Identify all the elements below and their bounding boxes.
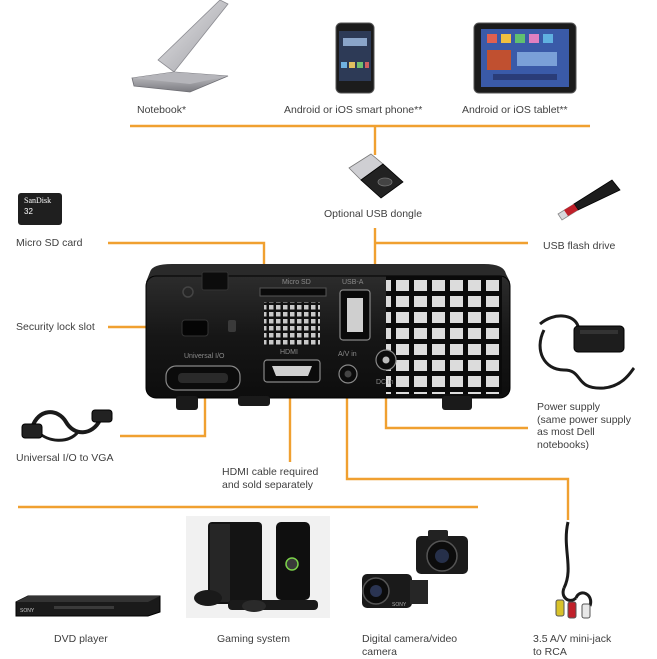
notebook-image [131, 0, 229, 93]
av-minijack-label-line1: 3.5 A/V mini-jack [533, 633, 612, 645]
power-supply-label: Power supply (same power supply as most … [537, 401, 631, 451]
av-minijack-label-line2: to RCA [533, 646, 567, 658]
gaming-consoles-graphic [194, 522, 318, 612]
power-supply-image [538, 314, 636, 390]
digital-camera-label: Digital camera/video camera [362, 633, 457, 659]
usb-dongle-image [348, 153, 404, 199]
notebook-label: Notebook* [137, 104, 187, 116]
usb-a-port-label: USB-A [342, 279, 364, 286]
power-supply-label-line2: (same power supply [537, 413, 631, 426]
digital-camera-image: SONY [362, 530, 468, 608]
sd-brand-text: SanDisk [24, 196, 52, 205]
av-in-port-label: A/V in [338, 351, 357, 358]
power-supply-label-line4: notebooks) [537, 438, 589, 451]
power-supply-label-line3: as most Dell [537, 426, 595, 438]
hdmi-cable-label: HDMI cable required and sold separately [222, 466, 318, 492]
camera-brand-text: SONY [392, 602, 407, 608]
universal-io-line [120, 385, 207, 438]
universal-io-vga-label: Universal I/O to VGA [16, 452, 114, 464]
micro-sd-card-label: Micro SD card [16, 237, 83, 249]
usb-flash-drive-label: USB flash drive [543, 240, 616, 252]
micro-sd-card-image: SanDisk 32 [18, 193, 62, 225]
hdmi-port-label: HDMI [280, 349, 298, 356]
digital-camera-label-line1: Digital camera/video [362, 633, 458, 645]
hdmi-cable-label-line2: and sold separately [222, 479, 314, 491]
av-minijack-label: 3.5 A/V mini-jack to RCA [533, 633, 611, 659]
usb-flash-drive-image [557, 179, 621, 221]
av-line [345, 382, 570, 520]
micro-sd-port-label: Micro SD [282, 279, 311, 286]
vga-cable-image [21, 409, 113, 442]
hdmi-cable-label-line1: HDMI cable required [222, 466, 319, 478]
dc-in-port-label: DC in [376, 379, 394, 386]
dvd-brand-text: SONY [20, 608, 35, 614]
projector-rear-image: Micro SD USB-A Universal I/O HDMI A/V in… [145, 264, 511, 410]
security-lock-slot-label: Security lock slot [16, 321, 95, 333]
usb-dongle-label: Optional USB dongle [324, 208, 423, 220]
av-minijack-cable-image [555, 521, 593, 619]
dvd-player-label: DVD player [54, 633, 108, 645]
universal-io-port-label: Universal I/O [184, 353, 225, 360]
tablet-image [473, 22, 577, 94]
digital-camera-label-line2: camera [362, 646, 398, 658]
gaming-system-label: Gaming system [217, 633, 290, 645]
tablet-label: Android or iOS tablet** [462, 104, 568, 116]
smartphone-label: Android or iOS smart phone** [284, 104, 423, 116]
power-supply-label-line1: Power supply [537, 401, 601, 413]
sd-capacity-text: 32 [24, 207, 33, 216]
gaming-system-image [186, 516, 330, 618]
smartphone-image [335, 22, 375, 94]
dvd-player-image: SONY [15, 595, 161, 617]
